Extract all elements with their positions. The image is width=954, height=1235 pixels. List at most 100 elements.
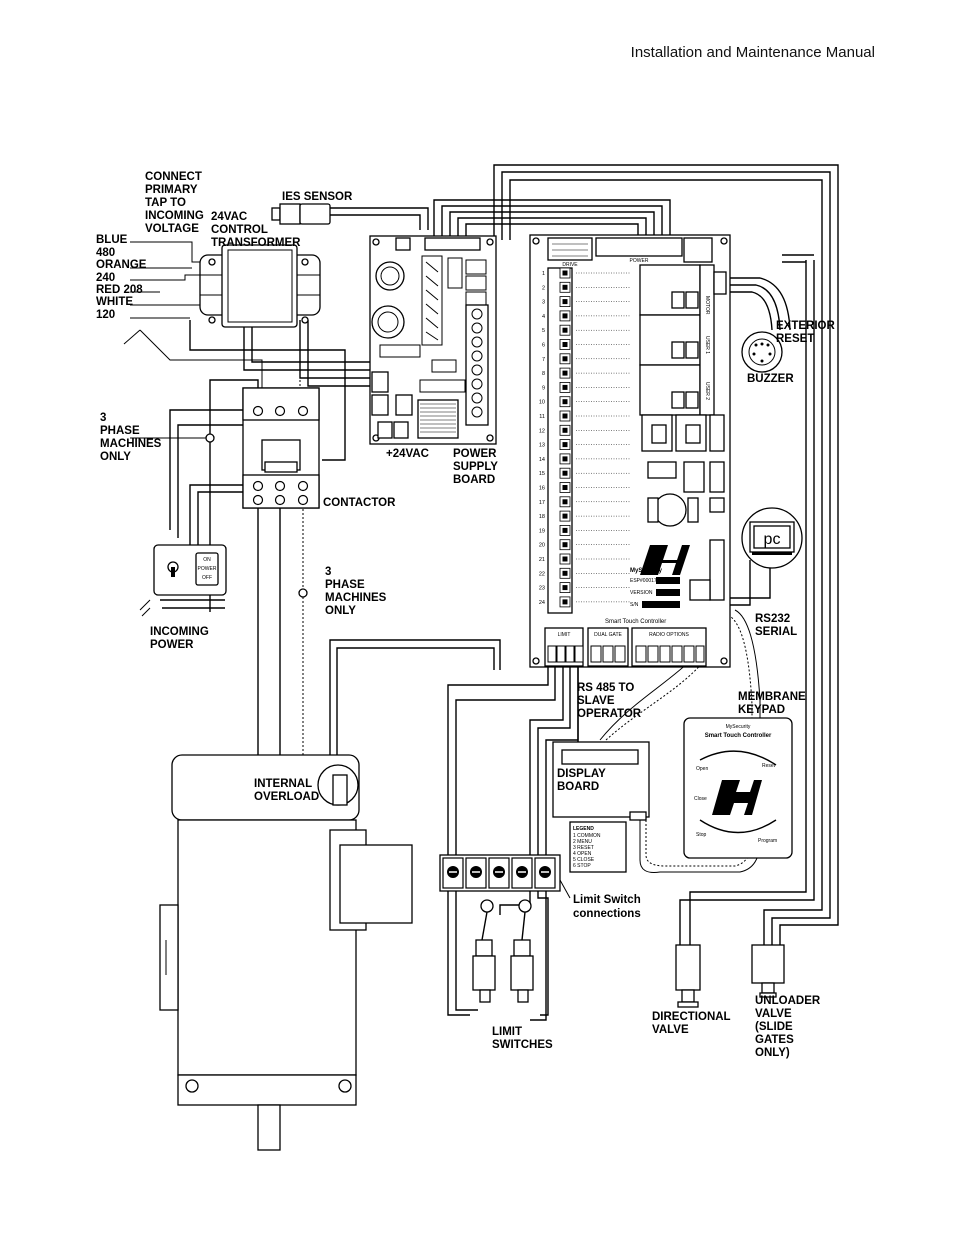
membrane-keypad: MySecurity Smart Touch Controller Open R… <box>683 717 793 859</box>
sn-label: S/N <box>630 602 639 608</box>
power-supply-label: BOARD <box>453 474 495 486</box>
connect-primary-label: INCOMING <box>145 210 204 222</box>
unloader-valve <box>751 944 785 998</box>
legend-item: 4 OPEN <box>573 851 592 857</box>
diagram-labels: CONNECT PRIMARY TAP TO INCOMING VOLTAGE … <box>96 171 835 1059</box>
rs485-label: OPERATOR <box>577 708 642 720</box>
terminal-screw <box>562 413 568 419</box>
terminal-number: 6 <box>542 343 545 349</box>
terminal-number: 13 <box>539 443 545 449</box>
pc-icon: pc <box>741 507 803 569</box>
switch-on-label: ON <box>203 557 211 563</box>
unloader-valve-label: GATES <box>755 1034 794 1046</box>
smart-touch-controller: DRIVE POWER 1234567891011121314151617181… <box>529 234 731 668</box>
power-supply-board <box>369 235 497 445</box>
page-header: Installation and Maintenance Manual <box>630 44 875 61</box>
terminal-screw <box>562 427 568 433</box>
terminal-strip-power <box>465 304 489 426</box>
terminal-number: 17 <box>539 500 545 506</box>
limit-label: LIMIT <box>558 632 571 638</box>
dual-gate-label: DUAL GATE <box>594 632 622 638</box>
tap-label: ORANGE <box>96 259 147 271</box>
three-phase-label-2: MACHINES <box>325 592 387 604</box>
legend-title: LEGEND <box>573 826 594 832</box>
connect-primary-label: VOLTAGE <box>145 223 199 235</box>
controller-name: Smart Touch Controller <box>605 619 666 625</box>
terminal-screw <box>562 485 568 490</box>
three-phase-label-2: 3 <box>325 566 331 578</box>
incoming-power-label: INCOMING <box>150 626 209 638</box>
power-supply-label: POWER <box>453 448 497 460</box>
unloader-valve-label: VALVE <box>755 1008 792 1020</box>
terminal-number: 4 <box>542 314 545 320</box>
power-label: POWER <box>630 258 649 264</box>
terminal-screw <box>562 499 568 505</box>
terminal-screw <box>562 299 568 305</box>
limit-switch-terminals <box>439 854 561 892</box>
connect-primary-label: CONNECT <box>145 171 202 183</box>
legend-item: 6 STOP <box>573 863 591 869</box>
unloader-valve-label: ONLY) <box>755 1047 790 1059</box>
terminal-number: 21 <box>539 557 545 563</box>
keypad-reset: Reset <box>762 763 776 769</box>
contactor <box>205 387 320 598</box>
terminal-number: 11 <box>539 414 545 420</box>
three-phase-label: 3 <box>100 412 106 424</box>
power-switch: ON POWER OFF <box>153 544 227 596</box>
three-phase-label: ONLY <box>100 451 131 463</box>
plus-24vac-label: +24VAC <box>386 448 429 460</box>
three-phase-label: MACHINES <box>100 438 162 450</box>
keypad-open: Open <box>696 766 708 772</box>
terminal-number: 24 <box>539 600 545 606</box>
legend-item: 3 RESET <box>573 845 594 851</box>
connect-primary-label: TAP TO <box>145 197 186 209</box>
switch-off-label: OFF <box>202 575 212 581</box>
keypad-brand: MySecurity <box>726 724 751 730</box>
version-label: VERSION <box>630 590 653 596</box>
terminal-number: 3 <box>542 300 545 306</box>
directional-valve <box>675 944 701 1008</box>
display-board <box>552 741 650 821</box>
display-board-label: BOARD <box>557 781 599 793</box>
terminal-number: 2 <box>542 285 545 291</box>
connect-primary-label: PRIMARY <box>145 184 198 196</box>
terminal-screw <box>562 356 568 362</box>
terminal-number: 16 <box>539 486 545 492</box>
incoming-power-label: POWER <box>150 639 194 651</box>
pc-label: pc <box>764 531 781 548</box>
terminal-screw <box>562 599 568 605</box>
contactor-label: CONTACTOR <box>323 497 396 509</box>
rs232-label: SERIAL <box>755 626 797 638</box>
terminal-number: 8 <box>542 371 545 377</box>
display-board-label: DISPLAY <box>557 768 606 780</box>
three-phase-label-2: ONLY <box>325 605 356 617</box>
rs232-label: RS232 <box>755 613 790 625</box>
tap-label: WHITE <box>96 296 133 308</box>
keypad-close: Close <box>694 796 707 802</box>
switch-power-label: POWER <box>198 566 217 572</box>
terminal-screw <box>562 456 568 462</box>
terminal-number: 9 <box>542 385 545 391</box>
buzzer-label: BUZZER <box>747 373 794 385</box>
limit-switches-label: LIMIT <box>492 1026 522 1038</box>
terminal-number: 15 <box>539 471 545 477</box>
control-transformer <box>199 244 321 328</box>
terminal-screw <box>562 313 568 319</box>
legend-item: 1 COMMON <box>573 833 601 839</box>
terminal-screw <box>562 399 568 405</box>
three-phase-label: PHASE <box>100 425 140 437</box>
rs485-label: RS 485 TO <box>577 682 634 694</box>
relay-user-2: USER 2 <box>704 382 710 400</box>
terminal-screw <box>562 513 568 519</box>
ies-sensor-label: IES SENSOR <box>282 191 353 203</box>
radio-options-label: RADIO OPTIONS <box>649 632 689 638</box>
motor-label: MOTOR <box>704 296 710 315</box>
terminal-number: 18 <box>539 514 545 520</box>
terminal-number: 23 <box>539 586 545 592</box>
terminal-screw <box>562 370 568 376</box>
tap-label: RED 208 <box>96 284 143 296</box>
rs485-label: SLAVE <box>577 695 615 707</box>
tap-label: BLUE <box>96 234 128 246</box>
